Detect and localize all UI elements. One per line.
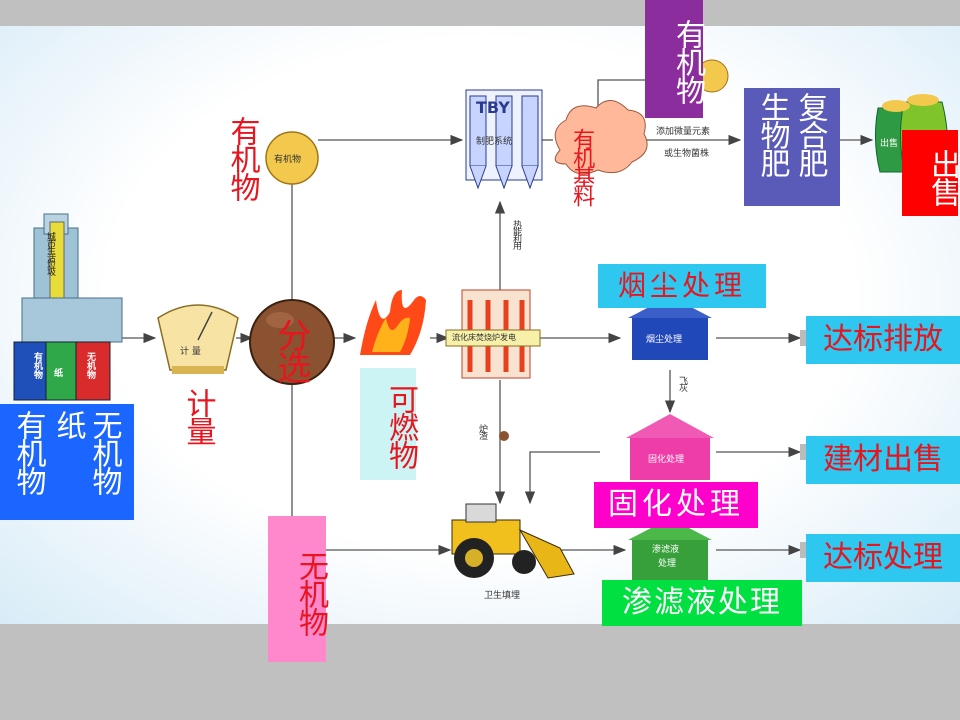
inorganic-label: 无机物 xyxy=(268,516,328,662)
organic-left-label: 有机物 xyxy=(224,116,260,200)
furnace-tag: 流化床焚烧炉发电 xyxy=(452,333,516,342)
bag-tag: 出售 xyxy=(880,139,899,149)
bin-tag-paper: 纸 xyxy=(54,369,64,379)
fertilizer-box xyxy=(744,88,840,206)
bulldozer-icon xyxy=(451,503,575,579)
waste-bins-icon xyxy=(13,341,111,401)
fly-ash-tag: 飞灰 xyxy=(677,376,687,390)
combustible-label: 可燃物 xyxy=(360,368,418,480)
standard-treatment-label: 达标处理 xyxy=(806,534,960,582)
top-organic-label: 有机物 xyxy=(645,0,705,118)
leach-house-tag-2: 处理 xyxy=(658,559,677,569)
building-material-sale-label: 建材出售 xyxy=(806,436,960,484)
metering-label: 计量 xyxy=(180,388,216,444)
organic-base-cloud-icon xyxy=(554,100,648,175)
discharge-standard-label: 达标排放 xyxy=(806,316,960,364)
tby-reactor-icon xyxy=(465,89,543,190)
bin-organic-label: 有机物 xyxy=(10,410,46,494)
slag-dot-icon xyxy=(499,431,509,441)
bin-inorganic-label: 无机物 xyxy=(86,410,122,494)
organic-ball-icon xyxy=(265,131,319,185)
city-waste-tower-icon xyxy=(21,213,123,343)
tower-sign: 城市生活垃圾 xyxy=(45,232,55,274)
solid-house-tag: 固化处理 xyxy=(648,455,685,465)
bio-fertilizer-label: 生物肥 xyxy=(754,92,790,176)
top-band xyxy=(0,0,960,26)
leachate-treatment-label: 渗滤液处理 xyxy=(602,580,802,626)
bin-labels-box xyxy=(0,404,134,520)
output-markers xyxy=(800,330,806,558)
flames-icon xyxy=(360,290,426,355)
bottom-band xyxy=(0,624,960,720)
landfill-tag: 卫生填埋 xyxy=(484,591,521,601)
scale-icon xyxy=(157,304,239,374)
leach-house-tag-1: 渗滤液 xyxy=(652,545,680,555)
leachate-house-icon xyxy=(628,518,712,582)
organic-ball-tag: 有机物 xyxy=(274,155,302,165)
slag-tag: 炉渣 xyxy=(477,424,487,438)
bin-tag-inorganic: 无机物 xyxy=(85,352,95,379)
sale-top-label: 出售 xyxy=(902,130,960,216)
heat-use-tag: 热能利用 xyxy=(511,220,521,248)
reactor-tag: 制肥系统 xyxy=(476,137,513,147)
sorter-icon xyxy=(249,299,335,385)
additive-text-2: 或生物菌株 xyxy=(664,149,710,159)
sorting-label: 分选 xyxy=(270,318,311,382)
compound-fertilizer-label: 复合肥 xyxy=(792,92,828,176)
additive-text-1: 添加微量元素 xyxy=(656,127,711,137)
bin-tag-organic: 有机物 xyxy=(32,352,42,379)
smoke-house-tag: 烟尘处理 xyxy=(646,335,683,345)
tby-label: TBY xyxy=(476,98,510,117)
bin-paper-label: 纸 xyxy=(50,410,86,438)
furnace-icon xyxy=(445,289,541,379)
solidify-treatment-label: 固化处理 xyxy=(594,482,758,528)
scale-tag: 计 量 xyxy=(180,347,201,357)
organic-base-label: 有机基料 xyxy=(569,128,595,204)
solidify-house-icon xyxy=(626,414,714,480)
smoke-treatment-label: 烟尘处理 xyxy=(598,264,766,308)
